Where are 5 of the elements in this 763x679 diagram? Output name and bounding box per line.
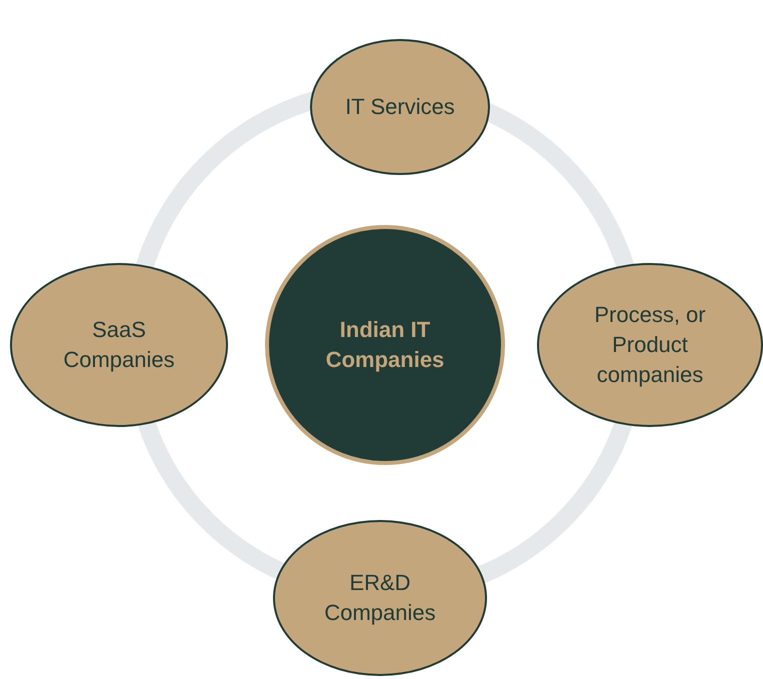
node-label: SaaS Companies: [62, 316, 176, 374]
node-label: ER&D Companies: [323, 569, 437, 627]
node-label: Process, or Product companies: [593, 301, 707, 389]
node-label: IT Services: [345, 93, 455, 121]
node-label: Indian IT Companies: [324, 316, 446, 374]
